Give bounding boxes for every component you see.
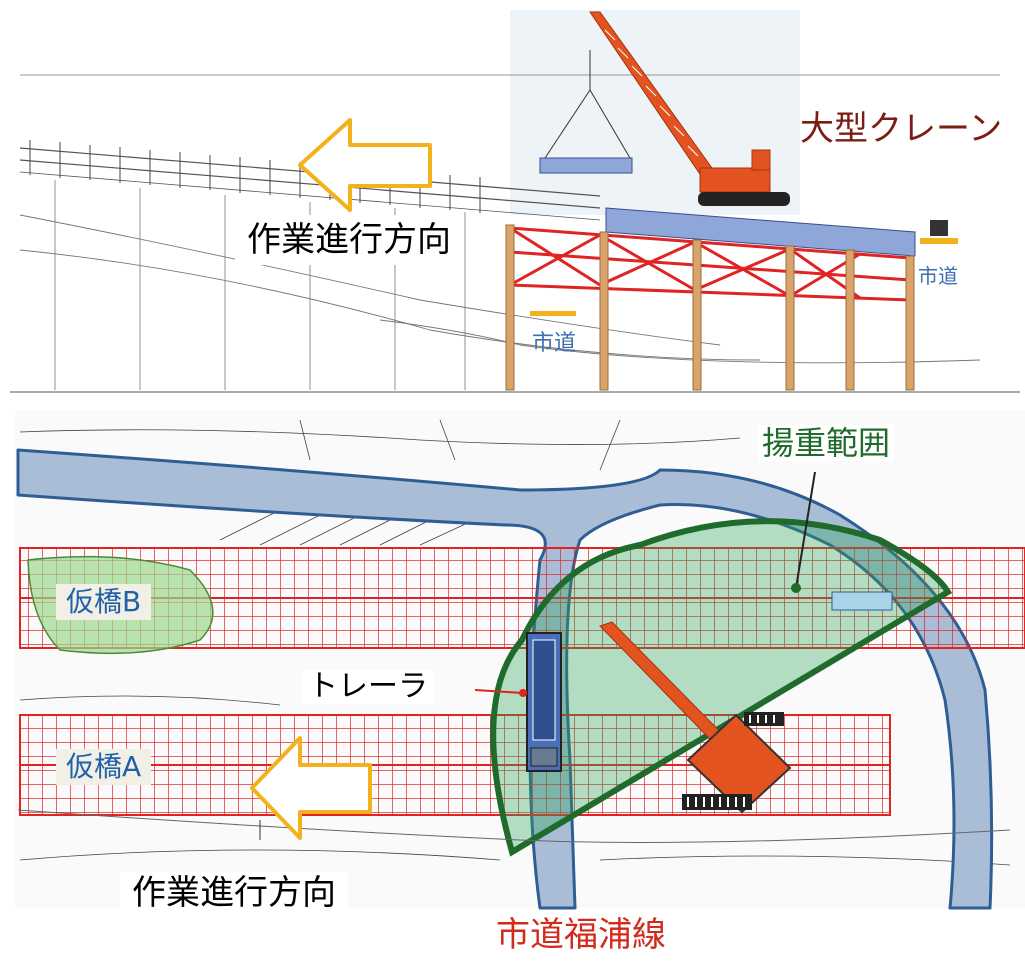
city-road-label-2: 市道: [532, 331, 577, 356]
city-road-label-1: 市道: [918, 264, 958, 288]
city-road-fukuura-caption: 市道福浦線: [496, 915, 666, 955]
direction-arrow-icon: [298, 118, 432, 212]
plan-view: [15, 410, 1025, 910]
work-direction-label-top: 作業進行方向: [235, 215, 463, 265]
trailer-icon: [526, 632, 562, 772]
temp-bridge-a-label: 仮橋A: [56, 749, 152, 785]
suspended-girder: [539, 50, 633, 174]
trailer-label: トレーラ: [302, 670, 434, 704]
temp-bridge-b-label: 仮橋B: [56, 584, 152, 620]
direction-arrow-icon: [250, 736, 372, 840]
work-direction-label-bottom: 作業進行方向: [120, 872, 348, 914]
roller-icon: [930, 220, 948, 236]
elevation-view: [0, 0, 1025, 395]
crane-icon: [589, 11, 790, 206]
lifting-range-label: 揚重範囲: [758, 425, 895, 461]
temporary-bridge-truss: [509, 226, 911, 302]
new-girder-deck: [605, 207, 916, 257]
piles: [505, 224, 915, 391]
large-crane-label: 大型クレーン: [800, 109, 1003, 149]
crane-icon: [682, 712, 792, 814]
